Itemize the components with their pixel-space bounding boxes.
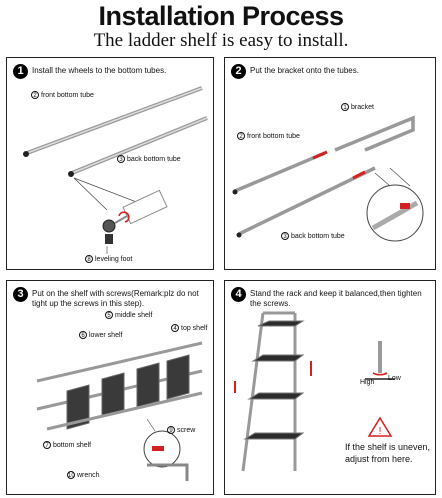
- step-2-text: Put the bracket onto the tubes.: [250, 66, 359, 75]
- step-3-text-line2: tight up the screws in this step).: [32, 299, 145, 308]
- step-4-number: 4: [231, 287, 246, 302]
- step-1-illustration: [23, 86, 208, 254]
- step-3-text-line1: Put on the shelf with screws(Remark:plz …: [32, 289, 199, 298]
- step-1-text: Install the wheels to the bottom tubes.: [32, 66, 167, 75]
- step-2-number: 2: [231, 64, 246, 79]
- step-4-text-line1: Stand the rack and keep it balanced,then…: [250, 289, 422, 298]
- step-2-illustration: [232, 115, 424, 242]
- label-low: Low: [388, 375, 401, 382]
- svg-text:!: !: [379, 426, 382, 437]
- step-3-panel: 3 Put on the shelf with screws(Remark:pl…: [6, 280, 214, 495]
- step-4-text-line2: the screws.: [250, 299, 291, 308]
- step-1-panel: 1 Install the wheels to the bottom tubes…: [6, 57, 214, 270]
- page-subtitle: The ladder shelf is easy to install.: [93, 30, 349, 51]
- page-title: Installation Process: [98, 1, 344, 31]
- step-1-number: 1: [13, 64, 28, 79]
- step-3-number: 3: [13, 287, 28, 302]
- warning-line2: adjust from here.: [345, 454, 413, 464]
- step-3-illustration: [36, 341, 203, 481]
- warning-line1: If the shelf is uneven,: [345, 442, 431, 452]
- step-4-illustration: !: [234, 311, 395, 472]
- label-high: High: [360, 379, 375, 386]
- step-4-panel: 4 Stand the rack and keep it balanced,th…: [224, 280, 436, 495]
